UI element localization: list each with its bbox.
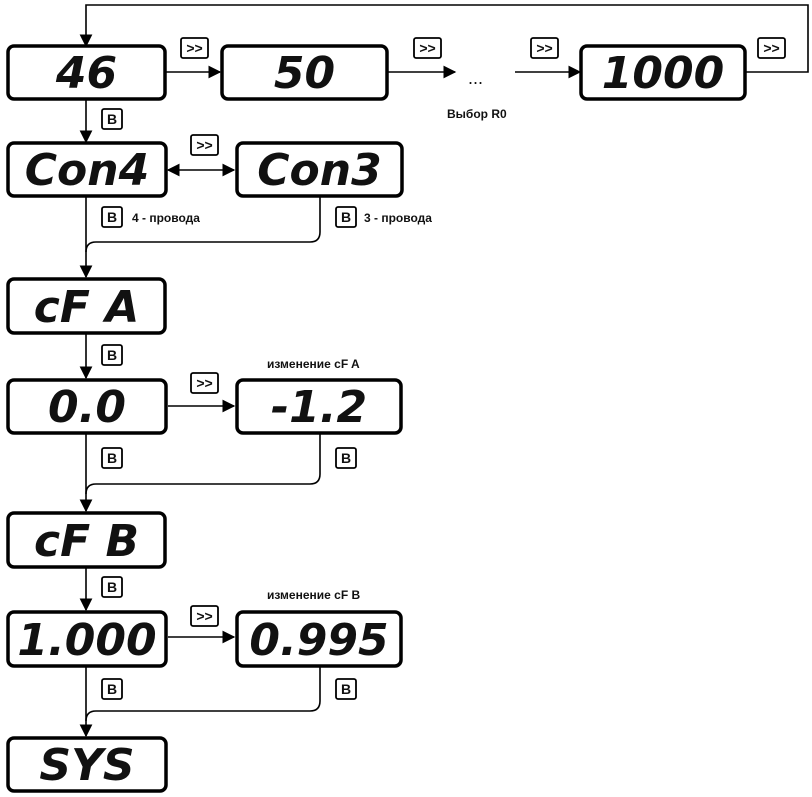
key-enter-con4-label: B <box>107 209 117 225</box>
key-enter-cfb-value-label: B <box>107 681 117 697</box>
key-enter-con4-frame <box>101 206 123 228</box>
display-46-text: 46 <box>55 48 117 99</box>
display-cfa-frame <box>6 277 167 335</box>
key-enter-cfa-label: B <box>107 347 117 363</box>
cfa-change-label: изменение cF A <box>267 357 360 371</box>
key-enter-cfb-changed: B <box>335 678 357 700</box>
key-enter-cfb-changed-label: B <box>341 681 351 697</box>
key-forward-1000-loop-frame <box>757 37 786 59</box>
key-enter-cfb-value-frame <box>101 678 123 700</box>
display-46: 46 <box>6 44 167 101</box>
key-enter-cfb-frame <box>101 576 123 598</box>
key-forward-46-50-frame <box>180 37 209 59</box>
line-cfa-changed-merge <box>85 433 321 495</box>
display-cfa-changed-text: -1.2 <box>271 382 367 433</box>
key-enter-46-frame <box>101 108 123 130</box>
key-enter-cfb-changed-frame <box>335 678 357 700</box>
key-forward-50-dots-frame <box>413 37 442 59</box>
display-con3: Con3 <box>235 141 404 198</box>
key-enter-cfb-value: B <box>101 678 123 700</box>
three-wire-label: 3 - провода <box>364 211 432 225</box>
display-cfa-changed: -1.2 <box>235 378 403 435</box>
key-forward-50-dots: >> <box>413 37 442 59</box>
display-cfb-value-frame <box>6 610 168 668</box>
key-enter-46-label: B <box>107 111 117 127</box>
key-forward-dots-1000-frame <box>530 37 559 59</box>
display-con3-text: Con3 <box>257 145 381 196</box>
key-forward-cfb: >> <box>190 605 219 627</box>
display-cfa-value-frame <box>6 378 168 435</box>
display-cfb-value-text: 1.000 <box>17 615 156 666</box>
key-enter-con4: B <box>101 206 123 228</box>
key-enter-con3-label: B <box>341 209 351 225</box>
display-sys-frame <box>6 736 168 793</box>
display-50-text: 50 <box>274 48 335 99</box>
display-cfa: cF A <box>6 277 167 335</box>
display-cfa-changed-frame <box>235 378 403 435</box>
display-cfb-changed-frame <box>235 610 403 668</box>
key-enter-cfa-value: B <box>101 447 123 469</box>
key-enter-cfa-changed-frame <box>335 447 357 469</box>
display-cfb-frame <box>6 511 167 569</box>
key-forward-cfb-frame <box>190 605 219 627</box>
cfb-change-label: изменение cF B <box>267 588 360 602</box>
display-1000: 1000 <box>579 44 747 101</box>
display-cfa-text: cF A <box>34 282 140 333</box>
display-46-frame <box>6 44 167 101</box>
key-forward-1000-loop: >> <box>757 37 786 59</box>
key-enter-cfb-label: B <box>107 579 117 595</box>
key-enter-cfa-changed-label: B <box>341 450 351 466</box>
display-cfb: cF B <box>6 511 167 569</box>
key-forward-con: >> <box>190 134 219 156</box>
display-cfb-changed-text: 0.995 <box>249 615 388 666</box>
key-enter-con3-frame <box>335 206 357 228</box>
display-cfb-value: 1.000 <box>6 610 168 668</box>
display-50: 50 <box>220 44 389 101</box>
line-cfb-changed-merge <box>85 666 321 722</box>
four-wire-label: 4 - провода <box>132 211 200 225</box>
display-con4-frame <box>6 141 168 198</box>
display-cfa-value: 0.0 <box>6 378 168 435</box>
display-cfb-changed: 0.995 <box>235 610 403 668</box>
key-forward-46-50-label: >> <box>186 40 202 56</box>
key-forward-cfa-frame <box>190 372 219 394</box>
connectors <box>79 4 809 738</box>
display-con3-frame <box>235 141 404 198</box>
key-enter-con3: B <box>335 206 357 228</box>
key-forward-cfa-label: >> <box>196 375 212 391</box>
r0-select-label: Выбор R0 <box>447 107 507 121</box>
key-forward-dots-1000-label: >> <box>536 40 552 56</box>
ellipsis-label: ... <box>468 68 483 88</box>
key-forward-con-label: >> <box>196 137 212 153</box>
display-1000-text: 1000 <box>602 48 724 99</box>
display-cfa-value-text: 0.0 <box>48 382 126 433</box>
loop-back-line <box>79 4 809 73</box>
key-enter-cfb: B <box>101 576 123 598</box>
key-forward-cfb-label: >> <box>196 608 212 624</box>
display-sys-text: SYS <box>39 740 134 791</box>
line-con3-merge <box>85 196 321 253</box>
key-enter-cfa-value-frame <box>101 447 123 469</box>
display-con4: Con4 <box>6 141 168 198</box>
key-forward-cfa: >> <box>190 372 219 394</box>
key-enter-cfa: B <box>101 344 123 366</box>
key-enter-cfa-value-label: B <box>107 450 117 466</box>
key-forward-1000-loop-label: >> <box>763 40 779 56</box>
key-forward-50-dots-label: >> <box>419 40 435 56</box>
key-enter-cfa-changed: B <box>335 447 357 469</box>
key-forward-46-50: >> <box>180 37 209 59</box>
key-enter-cfa-frame <box>101 344 123 366</box>
display-cfb-text: cF B <box>34 516 139 567</box>
display-sys: SYS <box>6 736 168 793</box>
display-1000-frame <box>579 44 747 101</box>
display-con4-text: Con4 <box>25 145 149 196</box>
key-forward-con-frame <box>190 134 219 156</box>
display-50-frame <box>220 44 389 101</box>
key-enter-46: B <box>101 108 123 130</box>
key-forward-dots-1000: >> <box>530 37 559 59</box>
